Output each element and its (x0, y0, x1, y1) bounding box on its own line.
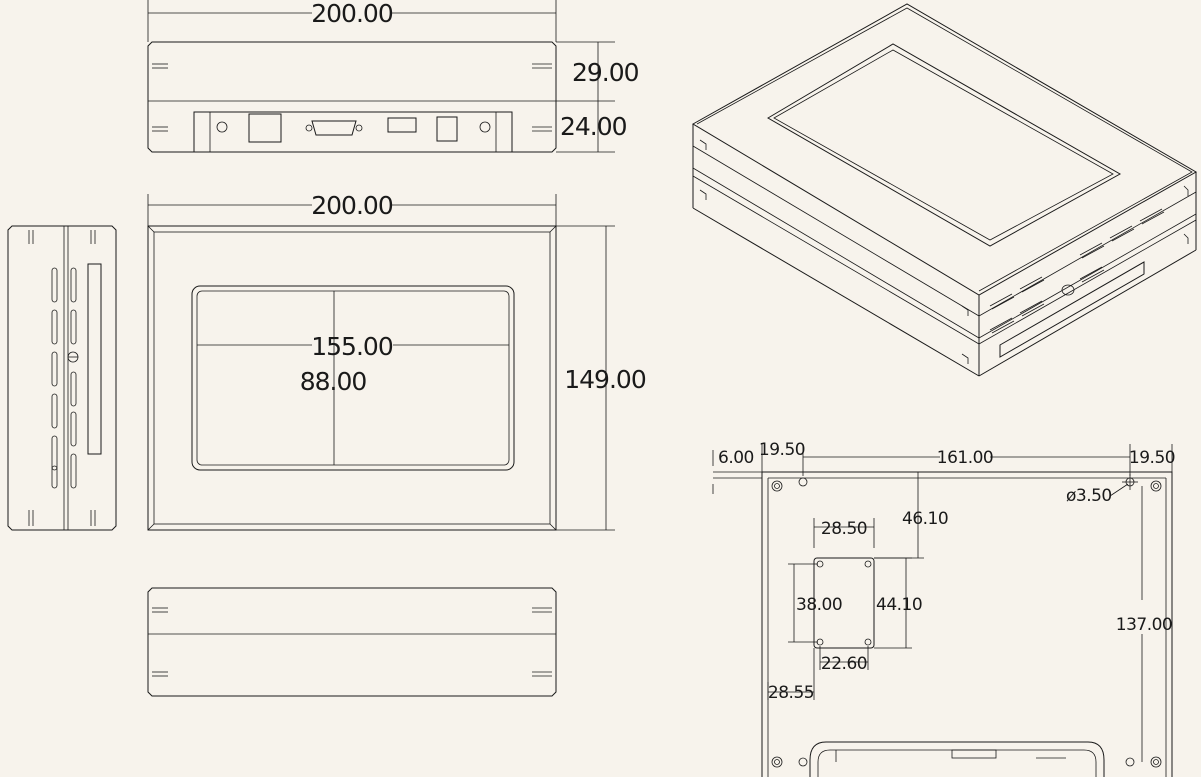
ethernet-port (248, 113, 282, 143)
span-label: 161.00 (937, 448, 993, 468)
vesa-plate (813, 557, 875, 649)
top-height-lower-label: 24.00 (560, 112, 627, 141)
depth-label: 137.00 (1116, 615, 1172, 635)
screen-width-label: 155.00 (311, 332, 393, 361)
rear-view (147, 587, 557, 697)
iso-screw-icon (1061, 284, 1075, 296)
isometric-view (692, 3, 1198, 377)
plate-height-label: 44.10 (876, 595, 922, 615)
side-card-slot (87, 263, 102, 455)
plate-left-offset-label: 28.55 (768, 683, 814, 703)
plate-width-label: 28.50 (821, 519, 867, 539)
top-width-label: 200.00 (311, 0, 393, 28)
plate-hole-height-label: 38.00 (796, 595, 842, 615)
hole-diameter-label: ø3.50 (1066, 486, 1112, 506)
iso-screen (767, 43, 1122, 247)
screw-hole-right (479, 121, 491, 133)
iso-vent-slots (989, 208, 1165, 334)
mount-hole-left (798, 477, 808, 487)
iso-card-slot (999, 261, 1145, 358)
serial-port (311, 120, 357, 136)
right-hole-label: 19.50 (1129, 448, 1175, 468)
plate-offset-label: 46.10 (902, 509, 948, 529)
front-width-label: 200.00 (311, 191, 393, 220)
screen-height-label: 88.00 (300, 367, 367, 396)
front-view: 200.00 155.00 88.00 149.00 (147, 191, 647, 531)
side-view (7, 225, 117, 531)
bottom-plan-view: 6.00 19.50 161.00 19.50 ø3.50 46.10 28.5… (712, 440, 1176, 777)
plate-hole-width-label: 22.60 (821, 654, 867, 674)
screw-hole-left (216, 121, 228, 133)
front-height-label: 149.00 (564, 365, 646, 394)
screen-area (191, 285, 515, 471)
left-hole-label: 19.50 (759, 440, 805, 460)
top-view: 200.00 29.00 24.00 (147, 0, 640, 153)
power-port (436, 116, 458, 142)
top-height-upper-label: 29.00 (572, 58, 639, 87)
side-vent-slots (51, 267, 77, 489)
usb-port (387, 117, 417, 133)
edge-offset-label: 6.00 (718, 448, 754, 468)
